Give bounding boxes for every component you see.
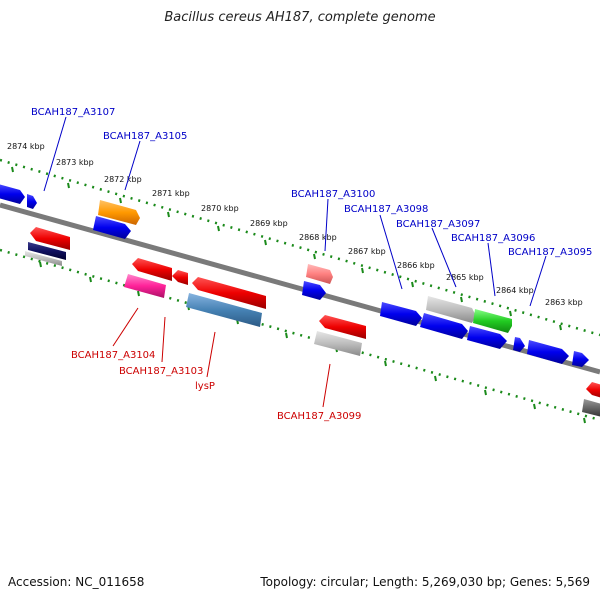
reverse-ruler-track	[0, 248, 600, 422]
gene-arrow	[467, 326, 507, 349]
gene-arrow	[186, 293, 262, 327]
gene-arrow	[124, 274, 166, 298]
gene-arrow	[306, 264, 333, 284]
gene-label: BCAH187_A3103	[119, 366, 203, 377]
gene-arrow	[513, 337, 525, 352]
ruler-label: 2871 kbp	[152, 189, 190, 198]
ruler-label: 2872 kbp	[104, 175, 142, 184]
ruler-label: 2873 kbp	[56, 158, 94, 167]
gene-arrow	[93, 216, 131, 239]
gene-label: BCAH187_A3098	[344, 204, 428, 215]
accession-text: Accession: NC_011658	[8, 575, 145, 589]
ruler-label: 2870 kbp	[201, 204, 239, 213]
ruler-label: 2864 kbp	[496, 286, 534, 295]
reverse-gene-labels: BCAH187_A3104 BCAH187_A3103 lysP BCAH187…	[71, 350, 361, 422]
gene-arrow	[28, 242, 66, 260]
ruler-label: 2866 kbp	[397, 261, 435, 270]
forward-genes	[0, 184, 589, 367]
forward-label-leaders	[43, 116, 547, 307]
gene-label: BCAH187_A3099	[277, 411, 361, 422]
map-title: Bacillus cereus AH187, complete genome	[164, 10, 436, 25]
ruler-label: 2869 kbp	[250, 219, 288, 228]
gene-arrow	[426, 296, 476, 323]
gene-arrow	[27, 194, 37, 209]
gene-arrow	[30, 227, 70, 250]
gene-arrow	[380, 302, 422, 326]
ruler-label: 2865 kbp	[446, 273, 484, 282]
gene-label: lysP	[195, 381, 215, 392]
gene-label: BCAH187_A3097	[396, 219, 480, 230]
gene-arrow	[98, 200, 140, 225]
gene-label: BCAH187_A3095	[508, 247, 592, 258]
ruler-label: 2863 kbp	[545, 298, 583, 307]
gene-arrow	[473, 309, 512, 333]
gene-arrow	[314, 331, 362, 356]
gene-label: BCAH187_A3107	[31, 107, 115, 118]
reverse-label-leaders	[112, 307, 331, 408]
gene-arrow	[420, 313, 468, 339]
gene-arrow	[586, 382, 600, 398]
gene-arrow	[302, 281, 326, 300]
gene-arrow	[0, 184, 25, 204]
ruler-labels: 2874 kbp 2873 kbp 2872 kbp 2871 kbp 2870…	[7, 142, 583, 307]
gene-arrow	[582, 399, 600, 417]
gene-arrow	[132, 258, 172, 281]
gene-arrow	[527, 340, 569, 364]
gene-label: BCAH187_A3100	[291, 189, 375, 200]
genome-summary-text: Topology: circular; Length: 5,269,030 bp…	[260, 575, 590, 589]
gene-arrow	[25, 251, 62, 266]
ruler-label: 2874 kbp	[7, 142, 45, 151]
gene-arrow	[192, 277, 266, 309]
gene-label: BCAH187_A3096	[451, 233, 535, 244]
ruler-label: 2867 kbp	[348, 247, 386, 256]
gene-arrow	[172, 270, 188, 285]
gene-label: BCAH187_A3104	[71, 350, 155, 361]
forward-ruler-ticks	[11, 166, 562, 331]
gene-arrow	[319, 315, 366, 339]
ruler-label: 2868 kbp	[299, 233, 337, 242]
forward-ruler-track	[0, 158, 600, 337]
gene-label: BCAH187_A3105	[103, 131, 187, 142]
forward-gene-labels: BCAH187_A3107 BCAH187_A3105 BCAH187_A310…	[31, 107, 592, 258]
reverse-genes	[25, 227, 600, 417]
gene-arrow	[572, 351, 589, 367]
